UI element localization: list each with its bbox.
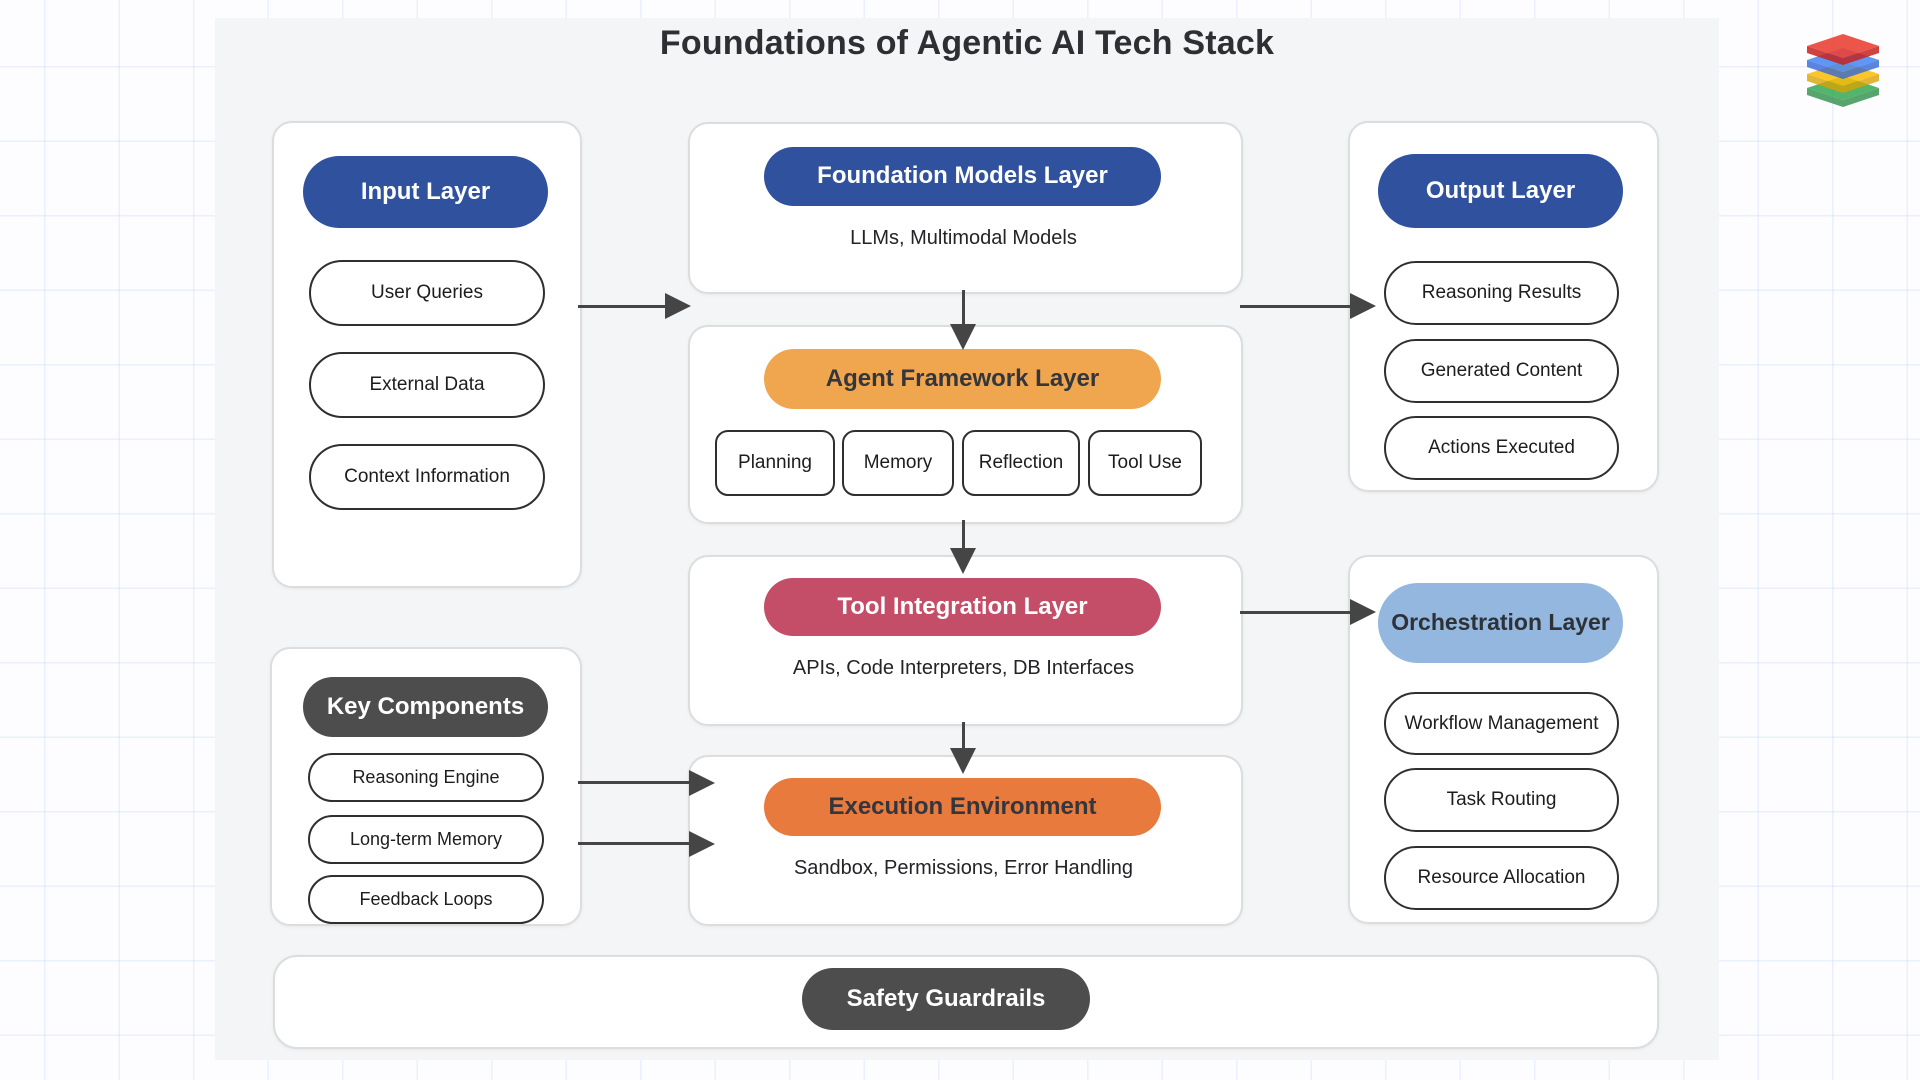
row-generated-content: Generated Content bbox=[1384, 339, 1619, 403]
arrow-foundation-to-output bbox=[1240, 305, 1352, 308]
input-layer-pill: Input Layer bbox=[303, 156, 548, 228]
arrow-tool-to-execution bbox=[962, 722, 965, 750]
orchestration-layer-pill: Orchestration Layer bbox=[1378, 583, 1623, 663]
output-layer-pill: Output Layer bbox=[1378, 154, 1623, 228]
row-context-information: Context Information bbox=[309, 444, 545, 510]
row-feedback-loops: Feedback Loops bbox=[308, 875, 544, 924]
tool-integration-pill: Tool Integration Layer bbox=[764, 578, 1161, 636]
arrow-reasoning-engine-to-execution bbox=[578, 781, 691, 784]
arrowhead-agent-to-tool bbox=[950, 548, 976, 574]
row-resource-allocation: Resource Allocation bbox=[1384, 846, 1619, 910]
subbox-reflection: Reflection bbox=[962, 430, 1080, 496]
layers-stack-icon bbox=[1806, 33, 1880, 111]
layers-stack-svg bbox=[1807, 34, 1879, 107]
arrow-input-to-center bbox=[578, 305, 668, 308]
arrow-foundation-to-agent bbox=[962, 290, 965, 326]
execution-environment-pill: Execution Environment bbox=[764, 778, 1161, 836]
arrowhead-foundation-to-output bbox=[1350, 293, 1376, 319]
foundation-models-subtitle: LLMs, Multimodal Models bbox=[850, 227, 1077, 249]
arrowhead-tool-to-orchestration bbox=[1350, 599, 1376, 625]
row-reasoning-engine: Reasoning Engine bbox=[308, 753, 544, 802]
agent-framework-pill: Agent Framework Layer bbox=[764, 349, 1161, 409]
arrow-agent-to-tool bbox=[962, 520, 965, 550]
execution-environment-subtitle: Sandbox, Permissions, Error Handling bbox=[793, 857, 1134, 879]
arrowhead-input-to-center bbox=[665, 293, 691, 319]
arrowhead-foundation-to-agent bbox=[950, 324, 976, 350]
key-components-pill: Key Components bbox=[303, 677, 548, 737]
arrow-tool-to-orchestration bbox=[1240, 611, 1352, 614]
subbox-tool-use: Tool Use bbox=[1088, 430, 1202, 496]
row-user-queries: User Queries bbox=[309, 260, 545, 326]
row-reasoning-results: Reasoning Results bbox=[1384, 261, 1619, 325]
arrowhead-long-term-memory-to-execution bbox=[689, 831, 715, 857]
arrow-long-term-memory-to-execution bbox=[578, 842, 691, 845]
row-long-term-memory: Long-term Memory bbox=[308, 815, 544, 864]
arrowhead-reasoning-engine-to-execution bbox=[689, 770, 715, 796]
row-task-routing: Task Routing bbox=[1384, 768, 1619, 832]
foundation-models-pill: Foundation Models Layer bbox=[764, 147, 1161, 206]
row-external-data: External Data bbox=[309, 352, 545, 418]
tool-integration-subtitle: APIs, Code Interpreters, DB Interfaces bbox=[792, 657, 1135, 679]
subbox-planning: Planning bbox=[715, 430, 835, 496]
subbox-memory: Memory bbox=[842, 430, 954, 496]
page-title: Foundations of Agentic AI Tech Stack bbox=[659, 24, 1275, 62]
arrowhead-tool-to-execution bbox=[950, 748, 976, 774]
safety-guardrails-pill: Safety Guardrails bbox=[802, 968, 1090, 1030]
row-workflow-management: Workflow Management bbox=[1384, 692, 1619, 755]
row-actions-executed: Actions Executed bbox=[1384, 416, 1619, 480]
